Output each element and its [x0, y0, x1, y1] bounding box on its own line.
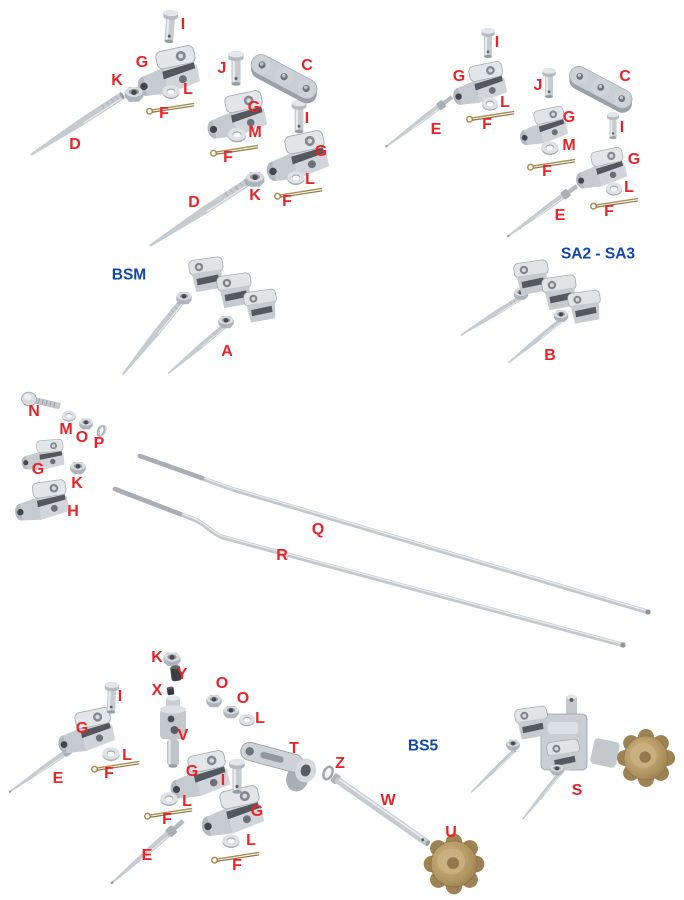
- callout-rods-p: P: [93, 435, 105, 452]
- callout-bsm-d: D: [188, 194, 200, 211]
- group-title-sa2-sa3: SA2 - SA3: [560, 245, 636, 263]
- callout-sa2-sa3-i: I: [619, 119, 625, 136]
- callout-bsm-f: F: [223, 149, 233, 166]
- assembled-valve-unit-s: [469, 694, 676, 822]
- valve-facet: [548, 722, 578, 734]
- callout-sa2-sa3-l: L: [500, 94, 510, 111]
- callout-sa2-sa3-e: E: [554, 207, 566, 224]
- callout-rods-r: R: [276, 547, 288, 564]
- callout-bs5-s: S: [571, 782, 583, 799]
- callout-sa2-sa3-g: G: [562, 109, 576, 126]
- callout-bsm-k: K: [111, 72, 123, 89]
- callout-rods-h: H: [67, 503, 79, 520]
- callout-sa2-sa3-c: C: [619, 68, 631, 85]
- callout-sa2-sa3-m: M: [562, 137, 576, 154]
- callout-bsm-k: K: [249, 187, 261, 204]
- callout-bs5-e: E: [52, 770, 64, 787]
- spring-y: [170, 665, 182, 682]
- retaining-clip-p: [96, 424, 107, 438]
- callout-rods-q: Q: [311, 521, 325, 538]
- callout-bs5-f: F: [232, 857, 242, 874]
- callout-bs5-i: I: [117, 688, 123, 705]
- callout-bs5-l: L: [246, 832, 256, 849]
- callout-sa2-sa3-g: G: [627, 151, 641, 168]
- callout-sa2-sa3-b: B: [544, 347, 556, 364]
- callout-bsm-d: D: [69, 136, 81, 153]
- callout-bs5-l: L: [255, 710, 265, 727]
- callout-bsm-f: F: [282, 193, 292, 210]
- long-pin-w: [330, 773, 431, 847]
- callout-sa2-sa3-i: I: [494, 34, 500, 51]
- callout-sa2-sa3-f: F: [542, 163, 552, 180]
- callout-bsm-m: M: [248, 124, 262, 141]
- callout-bs5-g: G: [75, 720, 89, 737]
- callout-rods-m: M: [59, 421, 73, 438]
- callout-bsm-l: L: [183, 81, 193, 98]
- callout-bs5-y: Y: [176, 666, 188, 683]
- callout-bs5-o: O: [215, 675, 229, 692]
- callout-bs5-f: F: [162, 811, 172, 828]
- callout-bs5-u: U: [445, 824, 457, 841]
- callout-bs5-v: V: [177, 727, 189, 744]
- callout-bs5-f: F: [104, 765, 114, 782]
- callout-sa2-sa3-f: F: [482, 116, 492, 133]
- push-rod-q: [137, 453, 651, 615]
- callout-bs5-l: L: [122, 747, 132, 764]
- callout-bs5-k: K: [151, 649, 163, 666]
- callout-bs5-o: O: [236, 690, 250, 707]
- callout-bsm-f: F: [159, 105, 169, 122]
- callout-bsm-a: A: [221, 343, 233, 360]
- callout-sa2-sa3-j: J: [533, 77, 543, 94]
- callout-sa2-sa3-f: F: [604, 203, 614, 220]
- push-rod-r: [112, 486, 626, 648]
- callout-rods-g: G: [31, 461, 45, 478]
- callout-bs5-i: I: [220, 772, 226, 789]
- callout-bsm-g: G: [247, 99, 261, 116]
- callout-bsm-g: G: [314, 143, 328, 160]
- stem-bore: [569, 698, 574, 702]
- callout-bs5-g: G: [250, 803, 264, 820]
- detent-x: [166, 686, 175, 696]
- callout-sa2-sa3-e: E: [430, 121, 442, 138]
- callout-bs5-w: W: [380, 792, 396, 809]
- callout-sa2-sa3-g: G: [452, 68, 466, 85]
- callout-rods-n: N: [28, 403, 40, 420]
- group-title-bsm: BSM: [111, 266, 147, 284]
- stem-top: [566, 694, 577, 700]
- callout-sa2-sa3-l: L: [624, 179, 634, 196]
- callout-bsm-i: I: [180, 16, 186, 33]
- callout-bsm-l: L: [305, 171, 315, 188]
- callout-bsm-j: J: [217, 60, 227, 77]
- group-title-bs5: BS5: [407, 737, 439, 755]
- callout-bsm-g: G: [135, 54, 149, 71]
- lever-arm-t: [240, 741, 317, 792]
- small-parts-group: [10, 391, 107, 524]
- bs5-exploded-group: [6, 652, 485, 895]
- machine-screw-n: [21, 391, 61, 410]
- callout-bsm-i: I: [304, 110, 310, 127]
- callout-rods-k: K: [71, 475, 83, 492]
- keeper-clip-z: [322, 765, 334, 781]
- callout-bs5-t: T: [289, 740, 299, 757]
- adjuster-body-v: [160, 695, 186, 768]
- callout-bs5-e: E: [141, 847, 153, 864]
- callout-bs5-g: G: [185, 763, 199, 780]
- callout-bsm-c: C: [301, 57, 313, 74]
- callout-bs5-x: X: [151, 682, 163, 699]
- callout-bs5-l: L: [182, 793, 192, 810]
- callout-rods-o: O: [75, 429, 89, 446]
- knob-collar: [590, 738, 620, 768]
- callout-bs5-z: Z: [335, 755, 345, 772]
- stem: [566, 697, 577, 719]
